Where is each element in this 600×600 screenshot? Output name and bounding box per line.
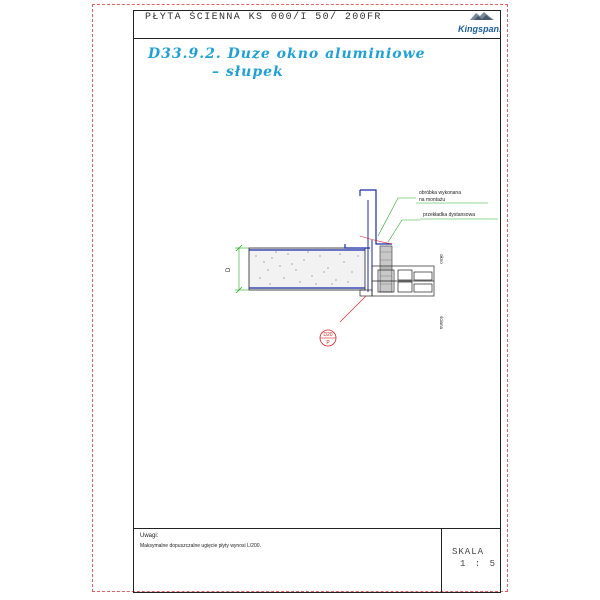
callout-flashing-2: na montażu bbox=[419, 197, 445, 203]
section-marker bbox=[319, 295, 367, 347]
kingspan-logo-text: Kingspan. bbox=[458, 24, 502, 34]
window-profile bbox=[359, 265, 435, 297]
sheet-border bbox=[92, 4, 508, 592]
scale-label: SKALA bbox=[452, 547, 485, 557]
section-title: D33.9.2. Duze okno aluminiowe bbox=[148, 46, 426, 62]
dimension-label: D bbox=[226, 267, 232, 272]
scale-value: 1 : 5 bbox=[460, 559, 498, 569]
kingspan-logo-icon bbox=[470, 12, 494, 20]
footer-vertical-divider bbox=[441, 528, 442, 593]
marker-bottom-label: P bbox=[326, 340, 330, 346]
leader-lines bbox=[359, 197, 420, 245]
document-title: PŁYTA ŚCIENNA KS 000/I 50/ 200FR bbox=[145, 12, 382, 23]
spacer-block bbox=[379, 245, 393, 293]
marker-top-label: D20 bbox=[323, 332, 332, 338]
header-divider bbox=[133, 38, 501, 39]
sandwich-panel bbox=[248, 247, 366, 291]
footer-divider bbox=[133, 528, 501, 529]
callout-flashing-1: obróbka wykonana bbox=[419, 190, 461, 196]
notes-text: Maksymalne dopuszczalne ugięcie płyty wy… bbox=[140, 543, 261, 549]
side-label-lower: ściana bbox=[439, 316, 444, 330]
side-label-upper: okno bbox=[439, 254, 444, 264]
section-subtitle: – słupek bbox=[212, 64, 284, 80]
callout-spacer: przekładka dystansowa bbox=[423, 212, 475, 218]
notes-heading: Uwagi: bbox=[140, 533, 159, 539]
drawing-frame bbox=[133, 10, 501, 593]
dimension-d bbox=[235, 244, 249, 294]
